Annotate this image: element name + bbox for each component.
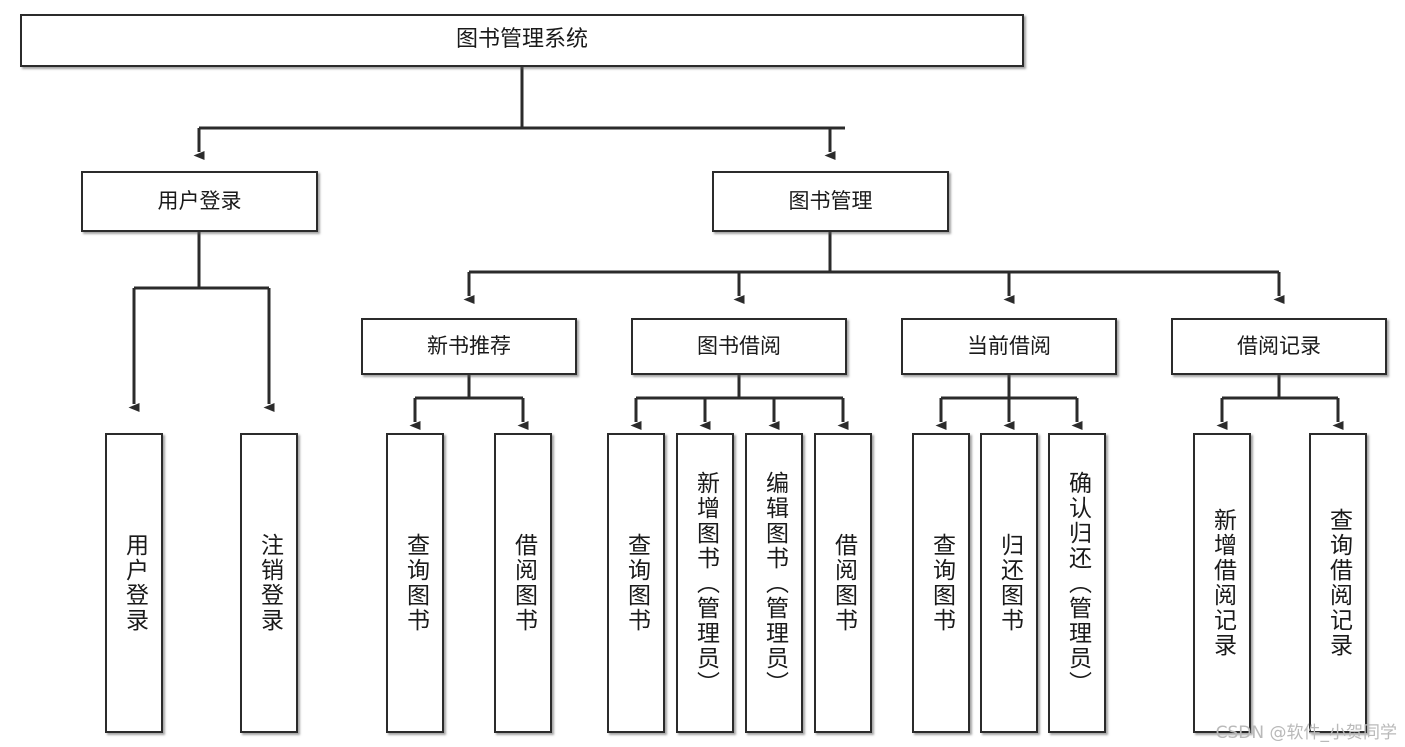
node-label: 图书借阅 <box>697 333 781 358</box>
leaf-current-confirm-return-admin[interactable]: 确认归还（管理员） <box>1048 433 1106 733</box>
node-book-borrowing[interactable]: 图书借阅 <box>631 318 847 375</box>
node-book-management[interactable]: 图书管理 <box>712 171 949 232</box>
node-label: 注销登录 <box>256 533 283 633</box>
node-label: 确认归还（管理员） <box>1064 470 1091 696</box>
leaf-borrow-edit-book-admin[interactable]: 编辑图书（管理员） <box>745 433 803 733</box>
leaf-current-query-books[interactable]: 查询图书 <box>912 433 970 733</box>
node-label: 用户登录 <box>121 533 148 633</box>
leaf-record-query-borrow-record[interactable]: 查询借阅记录 <box>1309 433 1367 733</box>
leaf-new-book-query-books[interactable]: 查询图书 <box>386 433 444 733</box>
leaf-record-add-borrow-record[interactable]: 新增借阅记录 <box>1193 433 1251 733</box>
node-label: 查询图书 <box>623 533 650 633</box>
leaf-user-login-login[interactable]: 用户登录 <box>105 433 163 733</box>
node-label: 编辑图书（管理员） <box>761 470 788 696</box>
node-label: 借阅记录 <box>1237 333 1321 358</box>
node-label: 借阅图书 <box>510 533 537 633</box>
node-label: 用户登录 <box>157 188 242 213</box>
csdn-watermark: CSDN @软件_小贺同学 <box>1215 723 1397 743</box>
node-label: 新增借阅记录 <box>1209 508 1236 658</box>
node-root-book-management-system[interactable]: 图书管理系统 <box>20 14 1024 67</box>
node-current-borrowing[interactable]: 当前借阅 <box>901 318 1117 375</box>
node-label: 新增图书（管理员） <box>692 470 719 696</box>
node-label: 查询图书 <box>928 533 955 633</box>
leaf-borrow-borrow-books[interactable]: 借阅图书 <box>814 433 872 733</box>
leaf-borrow-query-books[interactable]: 查询图书 <box>607 433 665 733</box>
node-label: 新书推荐 <box>427 333 511 358</box>
node-label: 图书管理系统 <box>455 27 588 53</box>
node-new-book-recommendation[interactable]: 新书推荐 <box>361 318 577 375</box>
leaf-current-return-books[interactable]: 归还图书 <box>980 433 1038 733</box>
node-label: 查询借阅记录 <box>1325 508 1352 658</box>
leaf-borrow-add-book-admin[interactable]: 新增图书（管理员） <box>676 433 734 733</box>
node-borrowing-records[interactable]: 借阅记录 <box>1171 318 1387 375</box>
node-label: 当前借阅 <box>967 333 1051 358</box>
node-label: 图书管理 <box>788 188 873 213</box>
node-label: 查询图书 <box>402 533 429 633</box>
node-user-login[interactable]: 用户登录 <box>81 171 318 232</box>
node-label: 归还图书 <box>996 533 1023 633</box>
leaf-new-book-borrow-books[interactable]: 借阅图书 <box>494 433 552 733</box>
node-label: 借阅图书 <box>830 533 857 633</box>
leaf-user-login-logout[interactable]: 注销登录 <box>240 433 298 733</box>
